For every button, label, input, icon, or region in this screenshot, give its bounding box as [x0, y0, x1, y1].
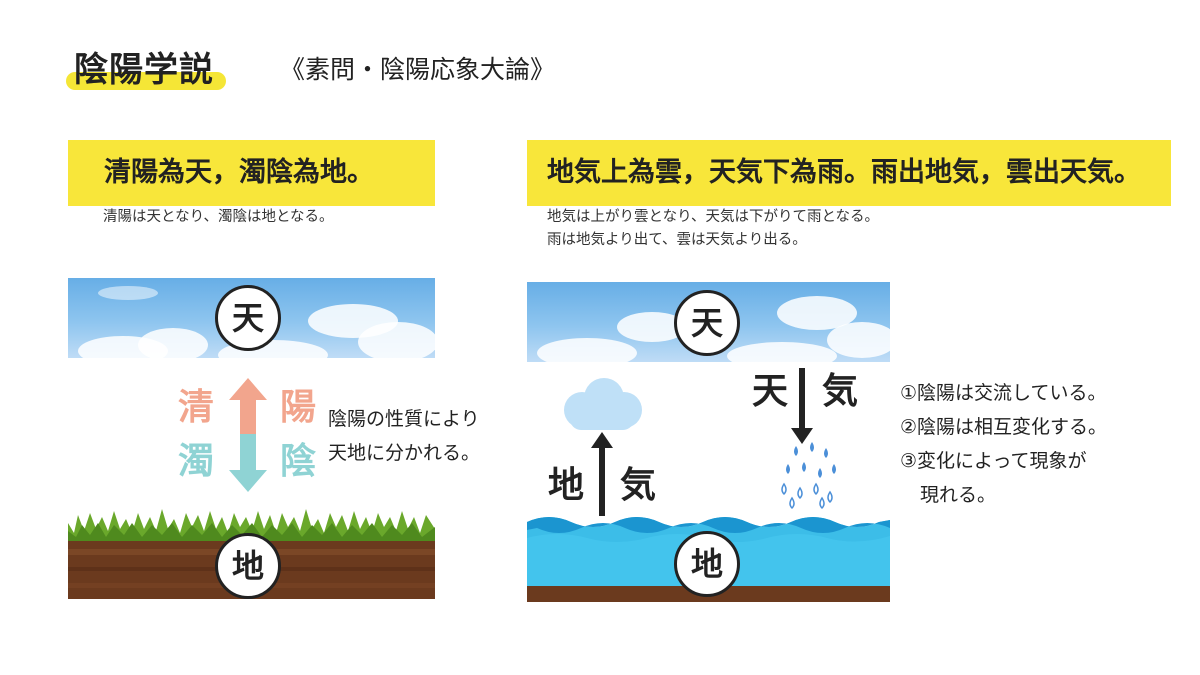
cloud [537, 338, 637, 362]
point-3: ③変化によって現象が [900, 450, 1087, 472]
left-translation: 清陽は天となり、濁陰は地となる。 [103, 209, 334, 225]
earth-qi-up-arrow [591, 432, 613, 516]
right-earth-circle: 地 [674, 531, 740, 597]
left-heaven-circle: 天 [215, 285, 281, 351]
yang-up-arrow [229, 378, 267, 434]
cloud [358, 322, 435, 358]
cloud [727, 342, 837, 362]
right-translation: 地気は上がり雲となり、天気は下がりて雨となる。 雨は地気より出て、雲は天気より出… [547, 206, 879, 252]
point-3-continued: 現れる。 [920, 484, 997, 506]
yang-char: 陽 [280, 387, 317, 428]
title-highlight [66, 72, 226, 90]
right-points: ①陰陽は交流している。 ②陰陽は相互変化する。 ③変化によって現象が 現れる。 [900, 376, 1107, 512]
yin-char: 陰 [280, 441, 317, 482]
left-note: 陰陽の性質により 天地に分かれる。 [328, 402, 480, 470]
right-heaven-circle: 天 [674, 290, 740, 356]
point-2: ②陰陽は相互変化する。 [900, 416, 1108, 438]
left-earth-circle: 地 [215, 533, 281, 599]
right-quote: 地気上為雲，天気下為雨。雨出地気，雲出天気。 [547, 157, 1141, 188]
left-quote-banner: 清陽為天，濁陰為地。 [68, 140, 435, 206]
zhuo-char: 濁 [178, 441, 215, 482]
cloud [98, 286, 158, 300]
heaven-qi-down-arrow [791, 368, 813, 444]
yin-down-arrow [229, 434, 267, 492]
left-note-line-1: 陰陽の性質により [328, 408, 480, 430]
qi-top-char: 気 [822, 371, 859, 412]
point-1: ①陰陽は交流している。 [900, 382, 1107, 404]
tian-char: 天 [752, 371, 789, 412]
source-citation: 《素問・陰陽応象大論》 [280, 55, 556, 84]
qing-char: 清 [178, 387, 215, 428]
di-char: 地 [548, 465, 585, 506]
raindrops-icon [778, 440, 844, 510]
page-title: 陰陽学説 [74, 50, 214, 90]
rain-cloud-icon [560, 378, 644, 432]
left-note-line-2: 天地に分かれる。 [328, 442, 481, 464]
left-quote: 清陽為天，濁陰為地。 [104, 157, 374, 188]
qi-bottom-char: 気 [620, 465, 657, 506]
cloud [138, 328, 208, 358]
right-translation-line-1: 地気は上がり雲となり、天気は下がりて雨となる。 [547, 209, 880, 225]
right-translation-line-2: 雨は地気より出て、雲は天気より出る。 [547, 232, 807, 248]
cloud [827, 322, 890, 358]
right-quote-banner: 地気上為雲，天気下為雨。雨出地気，雲出天気。 [527, 140, 1171, 206]
